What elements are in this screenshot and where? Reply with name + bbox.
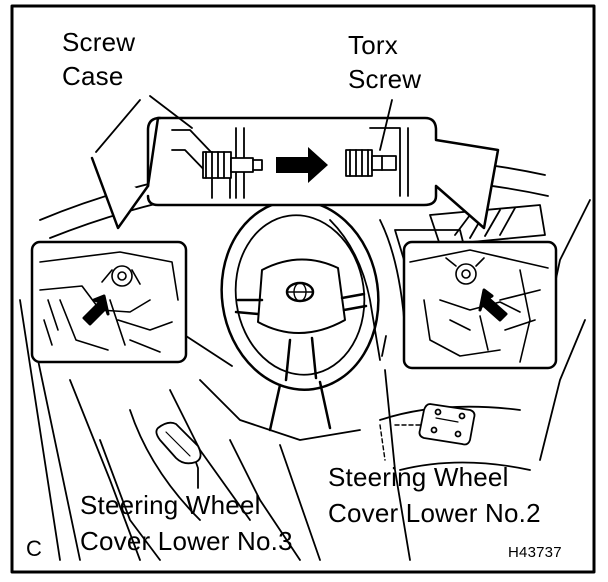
leader-line-left — [185, 335, 233, 367]
cover-lower-no2-part — [418, 403, 476, 446]
indicator-arrow-icon — [478, 288, 508, 322]
callout-screw-replacement — [90, 95, 500, 230]
torx-screw-assembly — [345, 127, 409, 197]
label-screw-case-line1: Screw — [62, 27, 136, 57]
corner-letter: C — [26, 536, 43, 561]
replace-arrow-icon — [276, 147, 328, 183]
figure-frame — [10, 4, 596, 574]
screw-case-assembly — [171, 127, 263, 199]
label-cover-no2-line2: Cover Lower No.2 — [328, 498, 541, 528]
label-torx-line1: Torx — [348, 30, 398, 60]
cover-lower-no3-part — [155, 421, 202, 465]
label-cover-no3-line1: Steering Wheel — [80, 490, 261, 520]
steering-wheel — [220, 199, 380, 432]
indicator-arrow-icon — [82, 294, 110, 326]
label-torx-line2: Screw — [348, 64, 422, 94]
figure-code: H43737 — [508, 544, 562, 561]
label-screw-case-line2: Case — [62, 61, 124, 91]
label-cover-no3-line2: Cover Lower No.3 — [80, 526, 293, 556]
inset-right — [402, 240, 558, 370]
inset-left — [30, 240, 188, 364]
leader-line-right — [381, 335, 387, 357]
label-cover-no2-line1: Steering Wheel — [328, 462, 509, 492]
